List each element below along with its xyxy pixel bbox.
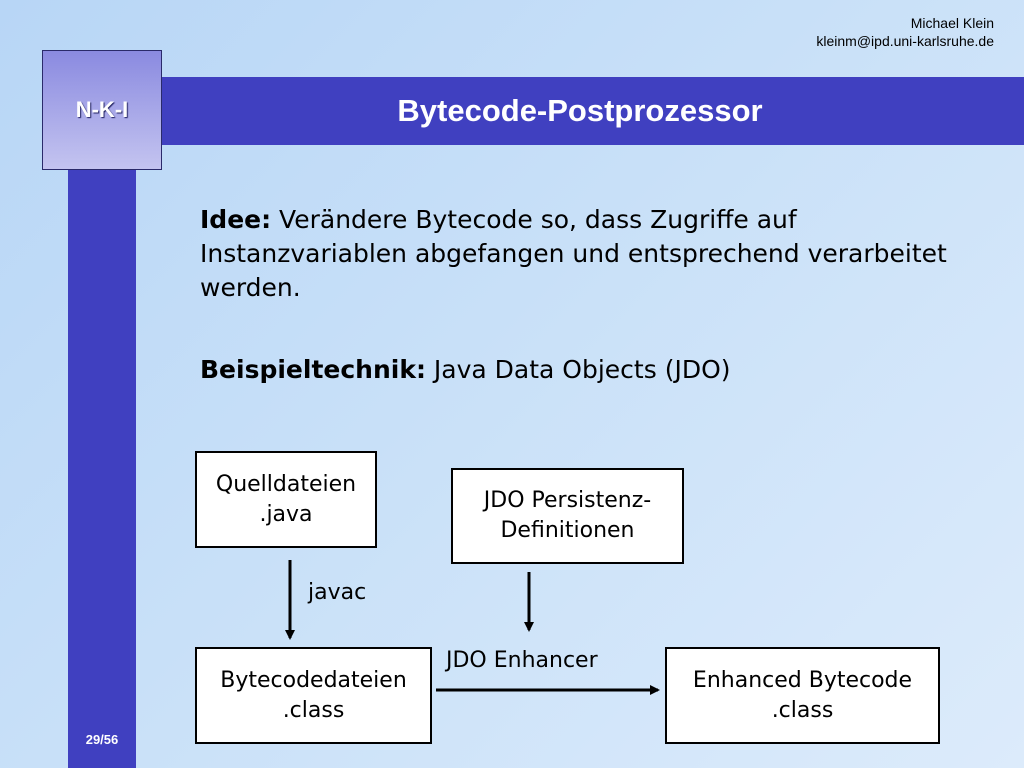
bytecode-files-line1: Bytecodedateien (220, 667, 407, 693)
enhanced-bytecode-line1: Enhanced Bytecode (692, 667, 913, 693)
idea-paragraph: Idee: Verändere Bytecode so, dass Zugrif… (200, 203, 960, 305)
page-number: 29/56 (85, 732, 119, 747)
jdo-definitions-line1: JDO Persistenz- (483, 488, 652, 513)
bytecode-files-box: Bytecodedateien .class (195, 647, 432, 744)
example-label: Beispieltechnik: (200, 355, 426, 384)
source-files-box: Quelldateien .java (195, 451, 377, 548)
idea-label: Idee: (200, 205, 272, 234)
source-files-line1: Quelldateien (215, 471, 357, 497)
jdo-definitions-box: JDO Persistenz- Definitionen (451, 468, 684, 564)
left-vertical-bar (68, 120, 136, 768)
nki-logo: N-K-I (42, 50, 162, 170)
author-info: Michael Klein kleinm@ipd.uni-karlsruhe.d… (816, 14, 994, 50)
source-files-line2: .java (259, 501, 313, 527)
author-email: kleinm@ipd.uni-karlsruhe.de (816, 33, 994, 49)
jdo-enhancer-label: JDO Enhancer (446, 648, 598, 673)
enhanced-bytecode-line2: .class (771, 697, 834, 723)
author-name: Michael Klein (910, 15, 994, 31)
title-bar (136, 77, 1024, 145)
jdo-definitions-line2: Definitionen (500, 518, 635, 543)
example-paragraph: Beispieltechnik: Java Data Objects (JDO) (200, 353, 960, 387)
slide-title: Bytecode-Postprozessor (397, 93, 763, 128)
bytecode-files-line2: .class (282, 697, 345, 723)
logo-text: N-K-I (75, 97, 129, 122)
idea-text: Verändere Bytecode so, dass Zugriffe auf… (200, 205, 947, 302)
enhanced-bytecode-box: Enhanced Bytecode .class (665, 647, 940, 744)
javac-label: javac (308, 580, 367, 605)
example-text: Java Data Objects (JDO) (425, 355, 731, 384)
